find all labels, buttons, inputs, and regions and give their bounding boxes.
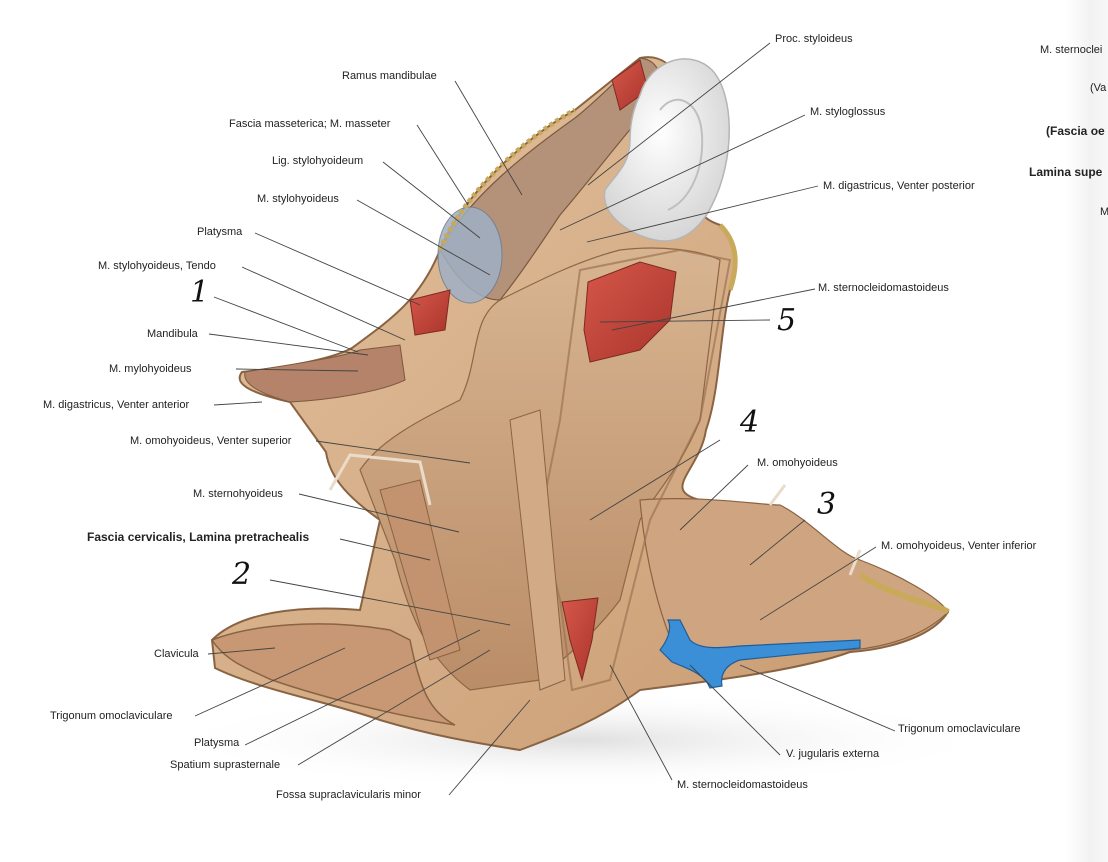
- label-platysma-bottom: Platysma: [194, 737, 240, 749]
- label-trigonum-omoclaviculare-right: Trigonum omoclaviculare: [898, 723, 1021, 735]
- handwritten-number-5: 5: [777, 303, 797, 338]
- label-m-omohyoideus-superior: M. omohyoideus, Venter superior: [130, 435, 292, 447]
- label-m-sternocleidomastoideus-top: M. sternocleidomastoideus: [818, 282, 949, 294]
- ear-inner: [659, 98, 704, 211]
- handwritten-number-3: 3: [817, 487, 837, 522]
- label-spatium-suprasternale: Spatium suprasternale: [170, 759, 281, 771]
- label-clavicula: Clavicula: [154, 648, 199, 660]
- label-ramus-mandibulae: Ramus mandibulae: [342, 70, 437, 82]
- adjacent-page-edge: [1065, 0, 1108, 862]
- label-mandibula: Mandibula: [147, 328, 198, 340]
- label-fascia-masseterica: Fascia masseterica; M. masseter: [229, 118, 391, 130]
- handwritten-number-2: 2: [232, 557, 252, 592]
- label-proc-styloideus: Proc. styloideus: [775, 33, 853, 45]
- label-platysma-top: Platysma: [197, 226, 243, 238]
- label-m-stylohyoideus-tendo: M. stylohyoideus, Tendo: [98, 260, 216, 272]
- label-trigonum-omoclaviculare-left: Trigonum omoclaviculare: [50, 710, 173, 722]
- label-fascia-cervicalis: Fascia cervicalis, Lamina pretrachealis: [87, 530, 310, 544]
- label-m-digastricus-anterior: M. digastricus, Venter anterior: [43, 399, 190, 411]
- fat-edge-neck: [718, 223, 738, 291]
- stylohyoid-region: [437, 206, 503, 304]
- mylohyoid-area: [244, 344, 406, 403]
- handwritten-number-1: 1: [190, 275, 210, 310]
- label-v-jugularis-externa: V. jugularis externa: [786, 748, 880, 760]
- scm-muscle-upper: [583, 261, 677, 363]
- label-lig-stylohyoideum: Lig. stylohyoideum: [272, 155, 364, 167]
- masseter-muscle: [409, 289, 451, 336]
- fat-edge-right: [858, 572, 950, 615]
- leader-lines: [194, 42, 896, 796]
- label-m-digastricus-posterior: M. digastricus, Venter posterior: [823, 180, 975, 192]
- label-fossa-supraclavicularis: Fossa supraclavicularis minor: [276, 789, 421, 801]
- external-jugular-vein: [659, 619, 861, 689]
- label-m-sternohyoideus: M. sternohyoideus: [193, 488, 283, 500]
- label-m-mylohyoideus: M. mylohyoideus: [109, 363, 192, 375]
- label-m-stylohyoideus: M. stylohyoideus: [257, 193, 339, 205]
- cutoff-label-5: M: [1100, 206, 1108, 218]
- ear: [603, 58, 730, 242]
- fascia-strip-left: [379, 479, 461, 661]
- omohyoid-strand-inferior: [768, 484, 862, 576]
- cutoff-label-1: M. sternoclei: [1040, 44, 1103, 56]
- label-m-omohyoideus: M. omohyoideus: [757, 457, 838, 469]
- omohyoid-strand-superior: [328, 453, 432, 506]
- label-m-sternocleidomastoideus-bottom: M. sternocleidomastoideus: [677, 779, 808, 791]
- label-m-omohyoideus-inferior: M. omohyoideus, Venter inferior: [881, 540, 1037, 552]
- clavicle-cut-face: [210, 623, 456, 726]
- handwritten-number-4: 4: [740, 405, 760, 440]
- cutoff-label-3: (Fascia oe: [1046, 124, 1105, 138]
- cutoff-label-2: (Va: [1090, 82, 1107, 94]
- scm-muscle-lower: [561, 597, 599, 682]
- fascia-strip-center: [509, 409, 566, 691]
- cutoff-label-4: Lamina supe: [1029, 165, 1103, 179]
- label-m-styloglossus: M. styloglossus: [810, 106, 886, 118]
